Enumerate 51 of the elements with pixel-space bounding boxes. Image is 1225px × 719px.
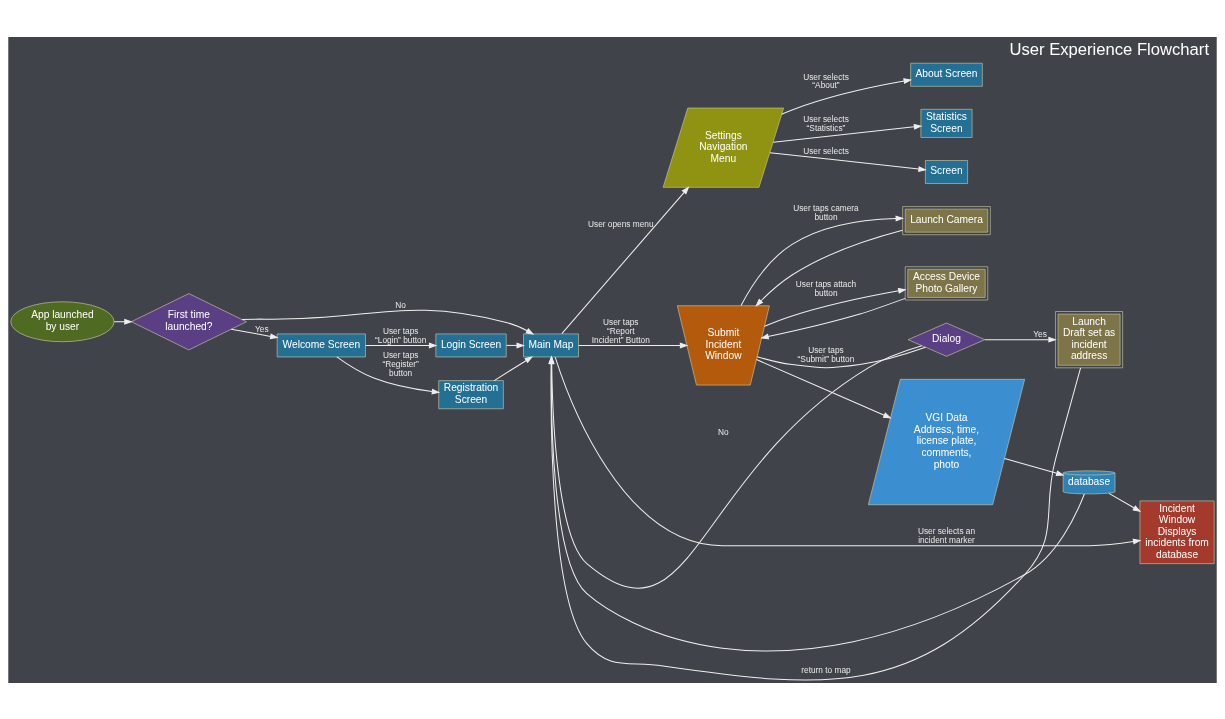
edge-label: User taps “Submit” button	[797, 344, 855, 364]
node-diamond: First time launched?	[130, 292, 247, 350]
edge-label: User selects “Statistics”	[803, 113, 849, 133]
arrow	[764, 287, 907, 327]
node-box: Screen	[925, 159, 968, 184]
node-box: Main Map	[523, 333, 579, 357]
edge-label: User taps camera button	[793, 202, 859, 222]
arrow	[740, 214, 905, 306]
arrow	[756, 358, 892, 418]
edge-label: Yes	[1033, 328, 1047, 339]
node-diamond: Dialog	[907, 322, 986, 357]
arrow	[1004, 457, 1065, 476]
node-box: About Screen	[910, 62, 983, 87]
node-box: Statistics Screen	[920, 108, 973, 138]
edge-label: User selects “About”	[803, 70, 849, 90]
arrow	[781, 77, 913, 115]
arrow	[113, 318, 133, 325]
node-box: Incident Window Displays incidents from database	[1139, 500, 1215, 564]
arrow	[505, 341, 525, 348]
arrow	[548, 344, 923, 588]
arrow	[336, 355, 441, 394]
edge-label: User taps “Register” button	[382, 349, 419, 378]
edge-label: User selects an incident marker	[917, 525, 976, 545]
arrow	[755, 229, 903, 307]
node-box: Registration Screen	[438, 379, 504, 409]
node-box: Welcome Screen	[276, 333, 366, 357]
arrow	[1108, 492, 1142, 512]
edge-label: User opens menu	[588, 218, 654, 229]
arrow	[769, 151, 927, 172]
arrow	[493, 355, 534, 381]
edge-label: No	[718, 426, 729, 437]
arrow	[554, 356, 1142, 546]
arrow	[230, 328, 279, 339]
edge-label: User taps “Report Incident” Button	[591, 316, 650, 345]
arrow	[365, 341, 438, 348]
arrow	[561, 185, 690, 334]
arrow	[241, 309, 535, 335]
connector	[756, 346, 927, 368]
edge-label: Yes	[255, 323, 269, 334]
arrow	[760, 297, 906, 339]
edge-label: User taps attach button	[795, 278, 857, 298]
edge-label: No	[395, 299, 406, 310]
edge-label: User selects	[803, 145, 849, 156]
arrow	[984, 336, 1057, 343]
node-box: Login Screen	[435, 333, 507, 357]
arrow	[578, 341, 689, 348]
arrow	[772, 123, 923, 143]
node-ellipse: App launched by user	[10, 300, 115, 342]
edge-label: User taps “Login” button	[375, 325, 427, 345]
diagram-title: User Experience Flowchart	[1009, 39, 1210, 59]
edge-label: return to map	[801, 664, 851, 675]
